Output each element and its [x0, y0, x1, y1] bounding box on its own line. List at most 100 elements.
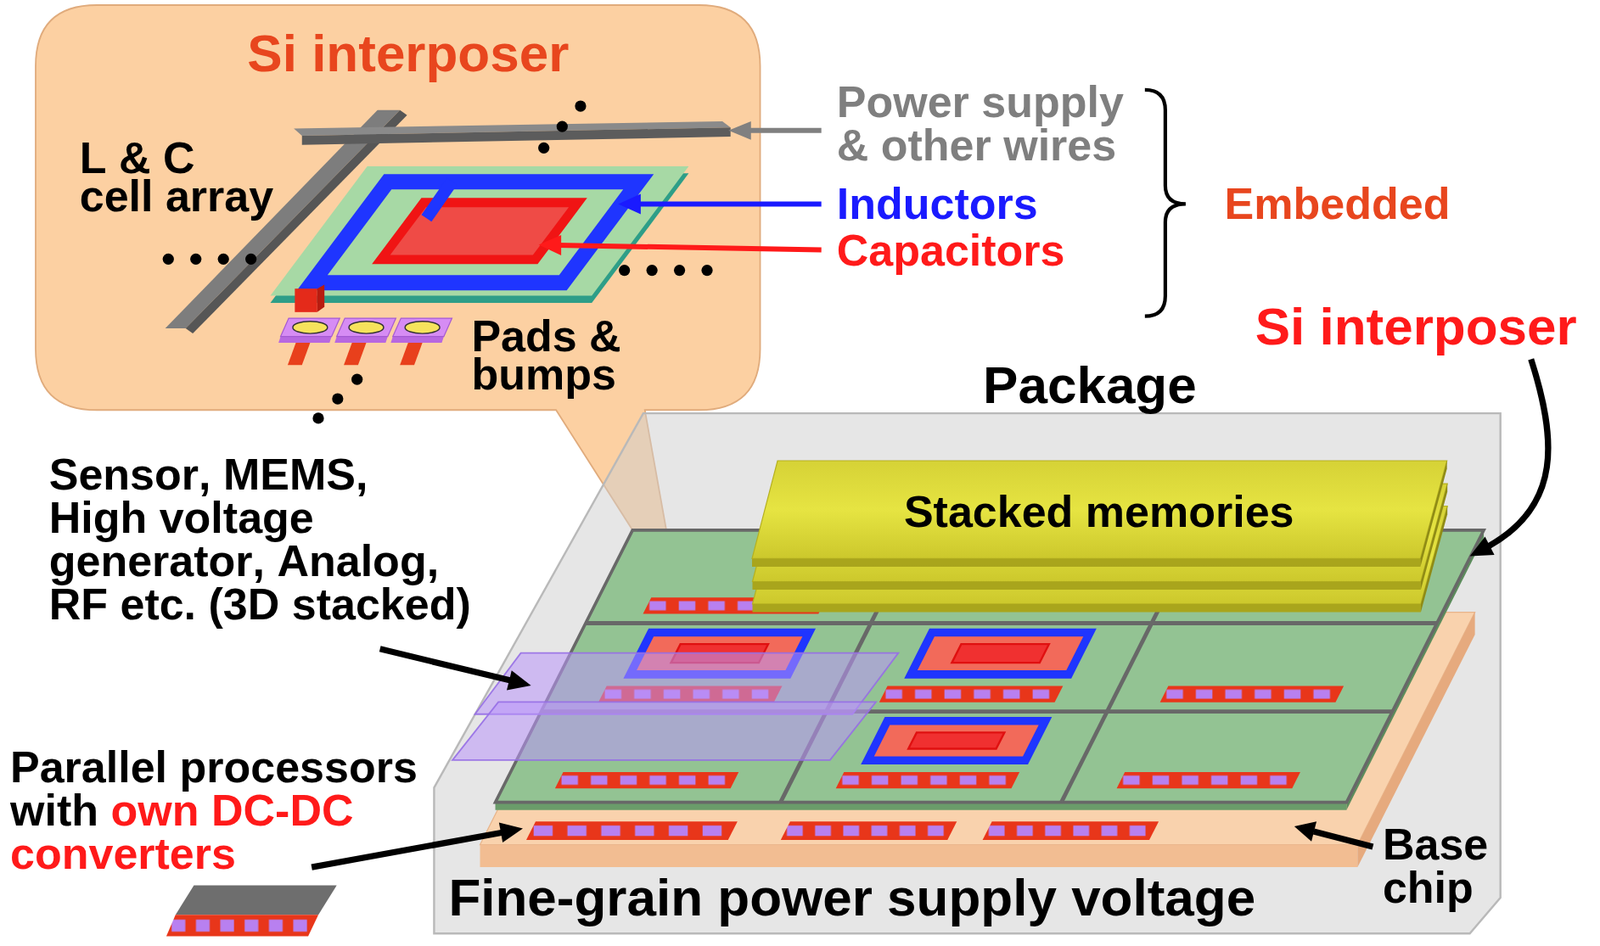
- pad-bump: [404, 321, 440, 334]
- text-block: Parallel processors withown DC-DC conver…: [10, 746, 427, 876]
- leader-arrow: [728, 121, 751, 141]
- wire-grid: [584, 621, 1437, 626]
- inductor-coil: [426, 181, 452, 219]
- package-illustration: [426, 357, 1503, 937]
- group-label: Embedded: [1224, 179, 1451, 229]
- processor-strip: [835, 772, 1019, 789]
- leader-arrow: [311, 832, 503, 868]
- stacked-chip: [452, 701, 876, 761]
- capacitor-plate: [381, 202, 579, 260]
- ellipsis-dots: [162, 100, 713, 424]
- pad-bump: [392, 318, 453, 337]
- callout-title: Si interposer: [247, 23, 569, 83]
- part-label: Pads & bumps: [471, 311, 621, 399]
- ellipsis-dots: [162, 253, 175, 265]
- pad-bump: [336, 318, 397, 337]
- processor-strip: [525, 821, 1158, 841]
- text-block: Power supply & other wires: [836, 80, 1139, 168]
- wire-bar: [302, 127, 731, 145]
- inductor-capacitor-cell: [908, 732, 1005, 749]
- base-chip: [479, 844, 1358, 867]
- package-box-outline: [433, 413, 1500, 934]
- ellipsis-dots: [218, 253, 230, 265]
- processor-icon: [166, 915, 319, 937]
- memory-stack: Stacked memories: [752, 460, 1448, 568]
- processor-strip: [982, 821, 1158, 841]
- package-illustration: [311, 359, 1549, 868]
- stacked-chip: [452, 652, 899, 760]
- leader-arrow: [1469, 536, 1494, 556]
- memory-label: Stacked memories: [903, 487, 1295, 537]
- package-box-outline: [433, 413, 1500, 934]
- inductor-label: Inductors: [836, 179, 1039, 229]
- processor-strip: [1159, 685, 1344, 702]
- ellipsis-dots: [673, 264, 685, 276]
- via: [294, 284, 325, 312]
- leader-arrow: [618, 193, 641, 214]
- pad-bump: [334, 336, 388, 343]
- ellipsis-dots: [574, 100, 586, 112]
- ellipsis-dots: [538, 142, 550, 154]
- text-block: Fine-grain power supply voltage: [448, 871, 1256, 925]
- text-block: Stacked memories: [903, 489, 1295, 534]
- processor-strip: [525, 821, 737, 841]
- ellipsis-dots: [618, 264, 630, 276]
- text-block: Inductors: [836, 181, 1039, 226]
- text-block: Capacitors: [836, 228, 1066, 273]
- leader-arrow: [498, 822, 523, 843]
- text-block: Pads & bumps: [471, 317, 629, 394]
- ellipsis-dots: [646, 264, 658, 276]
- processor-icon: [166, 885, 337, 937]
- memory-stack-outline: [752, 559, 1421, 568]
- processor-strip: [554, 772, 738, 789]
- pad-bump: [399, 342, 422, 365]
- leader-arrow: [1488, 359, 1549, 546]
- ellipsis-dots: [556, 120, 568, 132]
- text-block: Si interposer: [1255, 300, 1578, 354]
- component-label: Sensor, MEMS, High voltage generator, An…: [49, 449, 472, 629]
- leader-arrow: [1313, 831, 1373, 848]
- pad-bump: [278, 336, 332, 343]
- ellipsis-dots: [701, 264, 713, 276]
- inductor-capacitor-cell: [910, 632, 1090, 674]
- pad-bump: [390, 336, 444, 343]
- ellipsis-dots: [351, 374, 363, 386]
- cell-plate: [270, 166, 690, 304]
- inductor-capacitor-cell: [951, 644, 1049, 663]
- processor-strip: [878, 685, 1063, 702]
- processor-strip: [780, 821, 956, 841]
- pad-bump: [348, 321, 384, 334]
- part-label: Base chip: [1382, 819, 1488, 913]
- inductor-coil: [312, 181, 639, 283]
- text-block: Si interposer: [247, 27, 569, 80]
- curly-brace: [1145, 89, 1186, 317]
- text-block: L & C cell array: [79, 139, 278, 216]
- pad-bump: [280, 318, 341, 337]
- cell-illustration: [162, 100, 822, 424]
- pad-bump: [343, 342, 366, 365]
- via: [317, 284, 325, 312]
- pad-bump: [287, 342, 310, 365]
- memory-stack-outline: [1420, 460, 1447, 568]
- inductor-coil: [426, 181, 452, 219]
- capacitor-label: Capacitors: [836, 225, 1066, 276]
- text-block: Base chip: [1382, 823, 1494, 910]
- ellipsis-dots: [312, 412, 324, 424]
- interposer-label: Si interposer: [1255, 297, 1578, 356]
- wire-label: Power supply & other wires: [836, 77, 1124, 170]
- memory-plate: [752, 581, 1421, 590]
- leader-arrow: [634, 201, 822, 207]
- pad-bump: [278, 318, 452, 365]
- ellipsis-dots: [331, 392, 343, 405]
- package-title: Package: [982, 355, 1197, 415]
- callout-bubble: Si interposer L & C cell arrayPads & bump…: [35, 5, 761, 410]
- capacitor-plate: [381, 202, 579, 260]
- leader-arrow: [311, 359, 1549, 868]
- inductor-capacitor-cell: [866, 720, 1045, 761]
- inductor-coil: [312, 181, 639, 283]
- processor-strip: [1116, 772, 1300, 789]
- leader-arrow: [556, 245, 821, 251]
- processor-icon: [175, 885, 337, 916]
- ellipsis-dots: [245, 253, 257, 265]
